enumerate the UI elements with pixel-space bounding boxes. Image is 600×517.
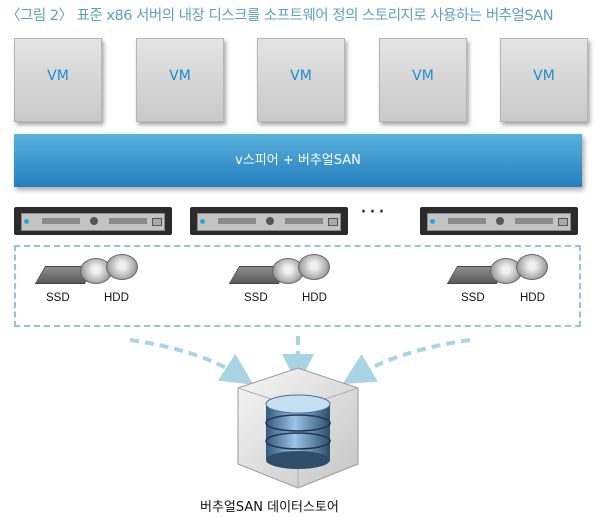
hdd-icon [106,254,138,280]
vm-box: VM [500,38,588,122]
figure-caption: 〈그림 2〉 표준 x86 서버의 내장 디스크를 소프트웨어 정의 스토리지로… [6,8,554,24]
hdd-icon [298,254,330,280]
ellipsis: ··· [360,200,387,225]
ssd-label: SSD [244,292,268,304]
ssd-label: SSD [46,292,70,304]
server-icon [190,207,348,235]
vsphere-vsan-layer: v스피어 + 버추얼SAN [14,134,582,187]
ssd-label: SSD [461,292,485,304]
local-disk-group [14,245,581,327]
vm-box: VM [14,38,102,122]
vm-label: VM [290,68,312,84]
datastore-label: 버추얼SAN 데이터스토어 [200,500,339,515]
vm-label: VM [533,68,555,84]
server-icon [14,207,172,235]
hdd-label: HDD [104,292,129,304]
vm-label: VM [47,68,69,84]
vm-label: VM [412,68,434,84]
hdd-label: HDD [302,292,327,304]
hdd-label: HDD [520,292,545,304]
hdd-icon [516,254,548,280]
vm-box: VM [379,38,467,122]
vm-box: VM [136,38,224,122]
server-icon [420,207,578,235]
vm-box: VM [257,38,345,122]
vm-label: VM [169,68,191,84]
